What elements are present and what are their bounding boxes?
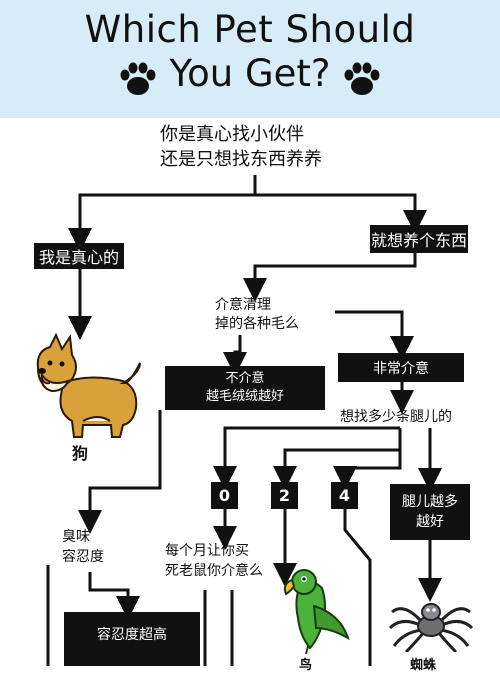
result-spider: 蜘蛛 [410,658,437,673]
question-line: 掉的各种毛么 [215,316,299,332]
dog-illustration [36,333,141,438]
question-smell-tolerance: 臭味 容忍度 [62,527,104,567]
question-line: 还是只想找东西养养 [160,149,322,170]
question-line: 容忍度 [62,549,104,565]
paw-print-icon [344,62,380,95]
question-shedding: 介意清理 掉的各种毛么 [215,296,299,334]
answer-just-raise: 就想养个东西 [370,225,468,253]
legs-option-2: 2 [271,482,298,509]
answer-line: 不介意 [225,371,265,386]
legs-option-0: 0 [211,482,238,509]
title-line-1: Which Pet Should [84,8,416,51]
result-bird: 鸟 [299,658,313,673]
title-banner: Which Pet Should You Get? [0,0,500,118]
title-line-2: You Get? [169,52,331,95]
answer-more-legs-better: 腿儿越多 越好 [390,484,470,540]
question-line: 你是真心找小伙伴 [160,124,304,145]
question-dead-mice: 每个月让你买 死老鼠你介意么 [165,541,263,581]
answer-dont-mind-fur: 不介意 越毛绒绒越好 [165,366,325,410]
legs-option-4: 4 [331,482,358,509]
question-how-many-legs: 想找多少条腿儿的 [340,409,452,425]
answer-line: 越毛绒绒越好 [205,389,284,404]
answer-true-companion: 我是真心的 [34,243,124,269]
answer-line: 腿儿越多 [402,494,458,510]
answer-high-tolerance: 容忍度超高 [64,612,200,666]
question-line: 臭味 [62,529,90,545]
parrot-illustration [283,569,350,654]
question-line: 介意清理 [215,297,271,313]
answer-very-much-mind: 非常介意 [338,353,464,382]
paw-print-icon [120,62,156,95]
answer-line: 越好 [416,514,444,530]
result-dog: 狗 [72,444,89,463]
question-line: 死老鼠你介意么 [165,563,263,579]
spider-illustration [388,603,474,652]
question-line: 每个月让你买 [165,543,249,559]
question-companion-or-raise: 你是真心找小伙伴 还是只想找东西养养 [160,122,322,172]
